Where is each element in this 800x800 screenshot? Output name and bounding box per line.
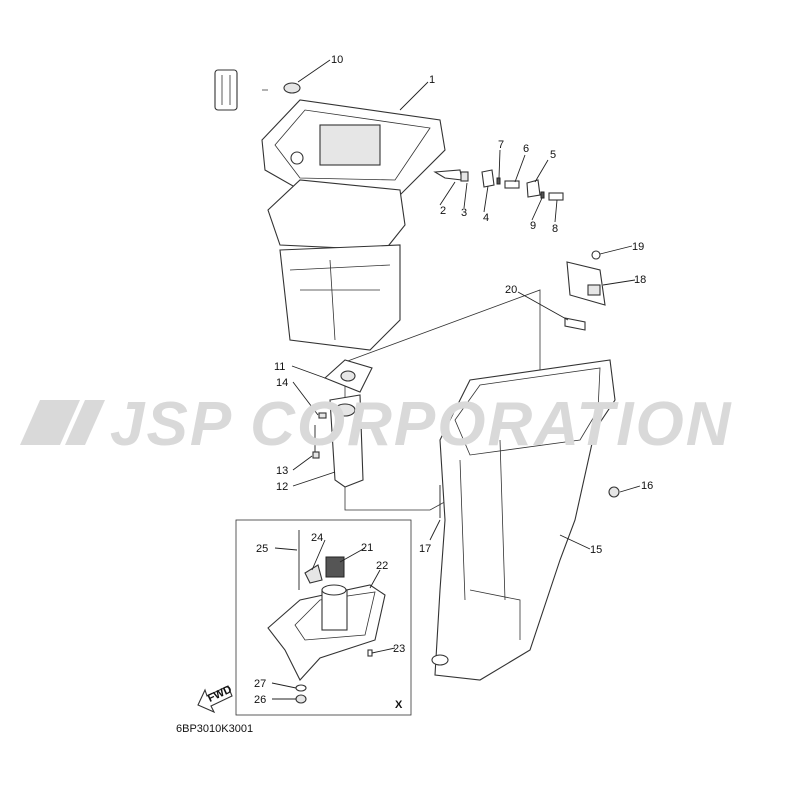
callout-1[interactable]: 1 bbox=[429, 74, 435, 86]
callout-14[interactable]: 14 bbox=[276, 377, 288, 389]
linkage-parts bbox=[433, 169, 564, 201]
water-tube-parts bbox=[312, 359, 373, 488]
callout-18[interactable]: 18 bbox=[634, 274, 646, 286]
callout-15[interactable]: 15 bbox=[590, 544, 602, 556]
callout-13[interactable]: 13 bbox=[276, 465, 288, 477]
callout-26[interactable]: 26 bbox=[254, 694, 266, 706]
callout-8[interactable]: 8 bbox=[552, 223, 558, 235]
callout-7[interactable]: 7 bbox=[498, 139, 504, 151]
gasket bbox=[267, 179, 406, 251]
watermark-logo: JSP CORPORATION bbox=[20, 390, 733, 459]
diagram-code: 6BP3010K3001 bbox=[176, 723, 253, 735]
callout-17[interactable]: 17 bbox=[419, 543, 431, 555]
callout-5[interactable]: 5 bbox=[550, 149, 556, 161]
leader-lines bbox=[271, 59, 641, 700]
callout-9[interactable]: 9 bbox=[530, 220, 536, 232]
callout-4[interactable]: 4 bbox=[483, 212, 489, 224]
callout-12[interactable]: 12 bbox=[276, 481, 288, 493]
callout-21[interactable]: 21 bbox=[361, 542, 373, 554]
callout-27[interactable]: 27 bbox=[254, 678, 266, 690]
callout-3[interactable]: 3 bbox=[461, 207, 467, 219]
water-pump-detail bbox=[267, 530, 386, 704]
fwd-arrow-icon: FWD bbox=[197, 683, 234, 714]
detail-box bbox=[235, 519, 412, 716]
bracket-parts-18-20 bbox=[564, 250, 606, 331]
callout-19[interactable]: 19 bbox=[632, 241, 644, 253]
callout-25[interactable]: 25 bbox=[256, 543, 268, 555]
oil-pan bbox=[279, 244, 401, 351]
inset-part-10 bbox=[214, 69, 301, 111]
callout-20[interactable]: 20 bbox=[505, 284, 517, 296]
detail-marker: X bbox=[395, 699, 403, 711]
callout-24[interactable]: 24 bbox=[311, 532, 323, 544]
watermark-text: JSP CORPORATION bbox=[110, 390, 733, 459]
callout-labels: 10 1 7 6 5 2 3 4 9 8 19 18 20 11 14 13 1… bbox=[254, 54, 653, 711]
callout-16[interactable]: 16 bbox=[641, 480, 653, 492]
callout-6[interactable]: 6 bbox=[523, 143, 529, 155]
callout-23[interactable]: 23 bbox=[393, 643, 405, 655]
callout-2[interactable]: 2 bbox=[440, 205, 446, 217]
callout-11[interactable]: 11 bbox=[274, 361, 285, 373]
callout-10[interactable]: 10 bbox=[331, 54, 343, 66]
lower-casing-part-15[interactable] bbox=[431, 359, 620, 681]
upper-casing-part-1[interactable] bbox=[261, 99, 446, 196]
callout-22[interactable]: 22 bbox=[376, 560, 388, 572]
